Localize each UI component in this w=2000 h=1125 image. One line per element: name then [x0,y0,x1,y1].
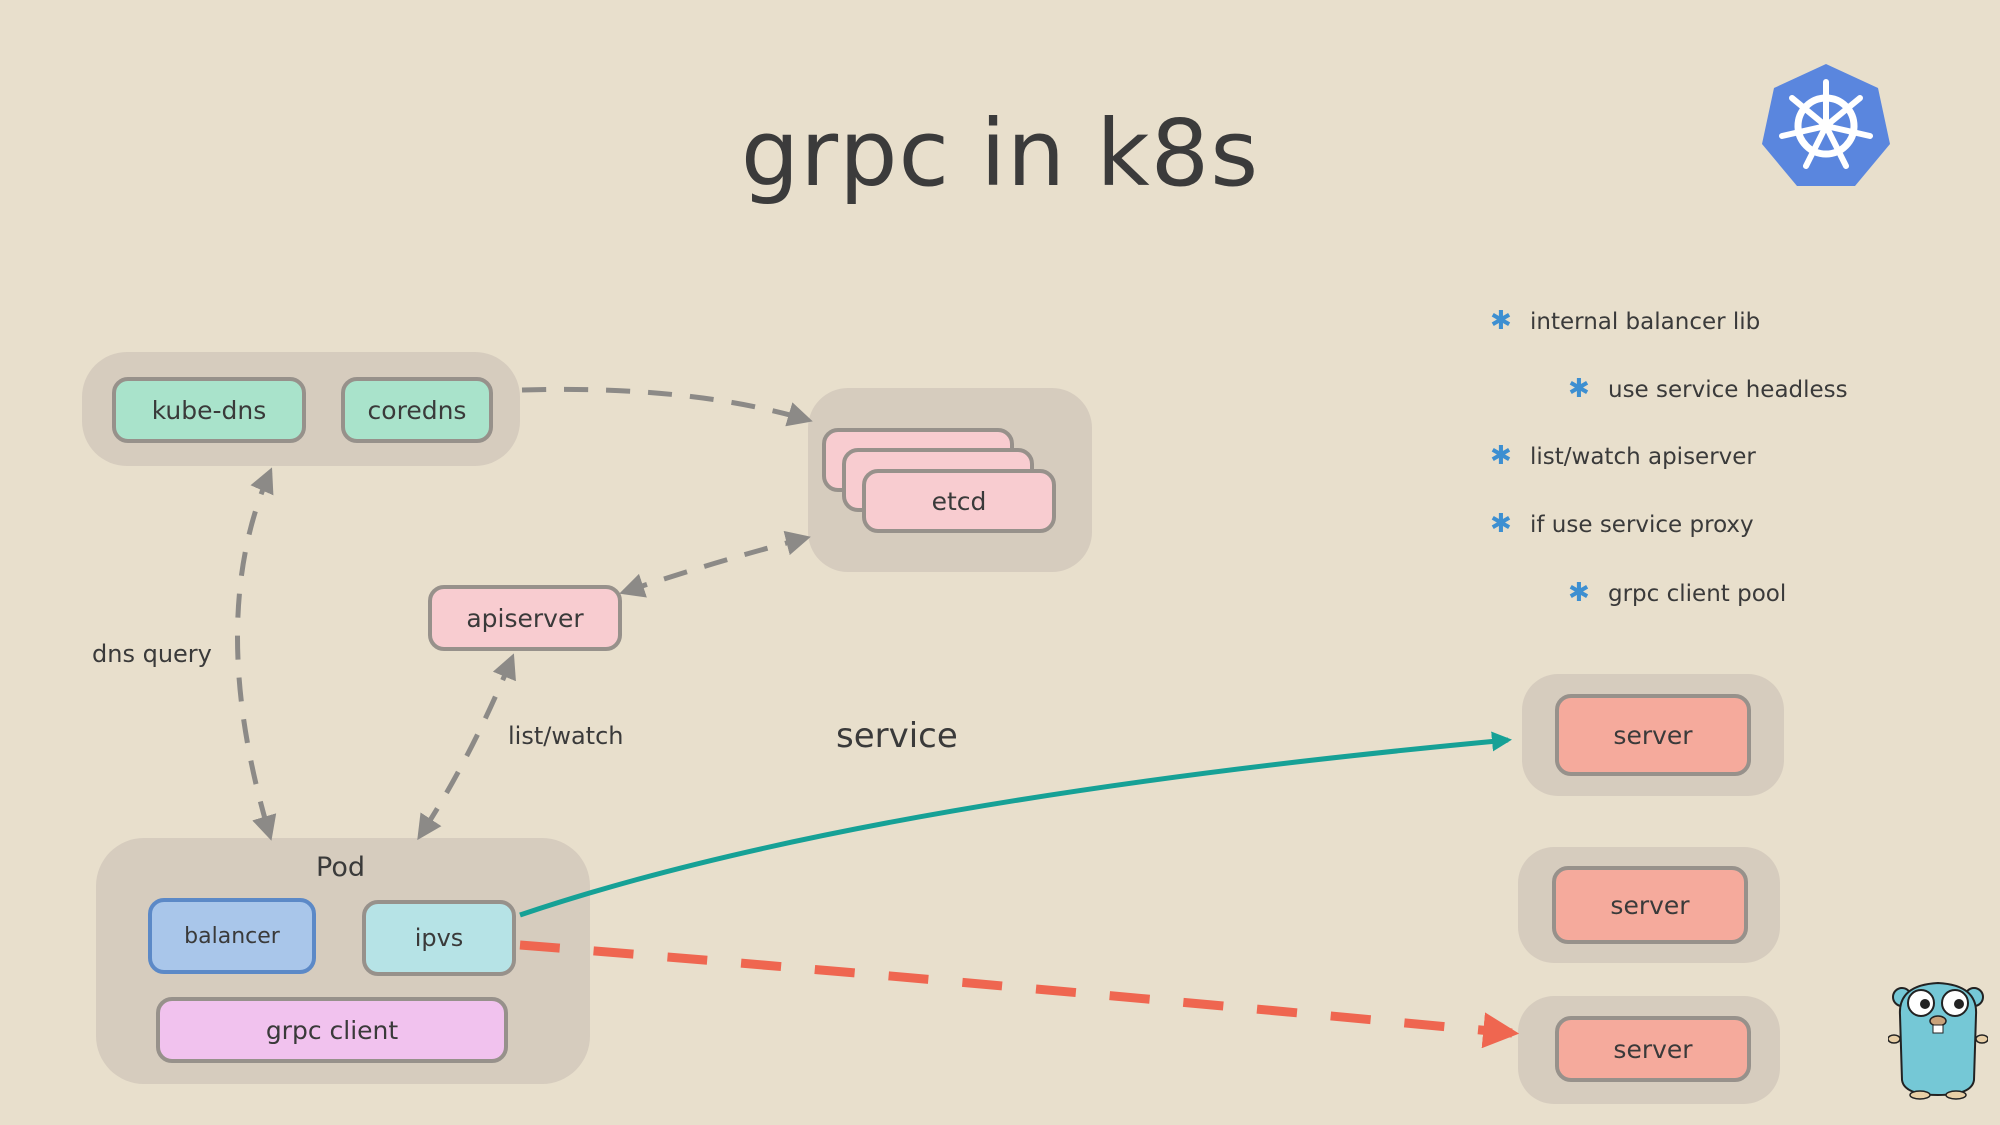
asterisk-icon: ✱ [1490,509,1512,539]
edge-list-watch [417,653,516,841]
server-node-1: server [1555,694,1751,776]
pod-label: Pod [316,852,365,883]
note-item: ✱internal balancer lib [1490,306,1761,336]
kube-dns-node: kube-dns [112,377,306,443]
list-watch-label: list/watch [508,722,624,750]
coredns-node: coredns [341,377,493,443]
edge-service-teal [519,731,1512,918]
asterisk-icon: ✱ [1568,578,1590,608]
note-item: ✱if use service proxy [1490,509,1754,539]
server-node-3: server [1555,1016,1751,1082]
asterisk-icon: ✱ [1568,374,1590,404]
note-item: ✱grpc client pool [1568,578,1787,608]
edge-ipvs-red [519,940,1520,1049]
edge-dns-query [235,467,277,841]
service-label: service [836,716,958,756]
ipvs-node: ipvs [362,900,516,976]
asterisk-icon: ✱ [1490,441,1512,471]
apiserver-node: apiserver [428,585,622,651]
edge-dns-to-etcd [521,386,813,427]
balancer-node: balancer [148,898,316,974]
edge-apiserver-etcd [619,530,811,598]
kubernetes-logo-icon [1762,64,1890,186]
page-title: grpc in k8s [740,100,1260,207]
note-item: ✱list/watch apiserver [1490,441,1756,471]
gopher-mascot-icon [1888,981,1988,1100]
dns-query-label: dns query [92,640,212,668]
asterisk-icon: ✱ [1490,306,1512,336]
note-item: ✱use service headless [1568,374,1848,404]
grpc-client-node: grpc client [156,997,508,1063]
etcd-node: etcd [862,469,1056,533]
server-node-2: server [1552,866,1748,944]
